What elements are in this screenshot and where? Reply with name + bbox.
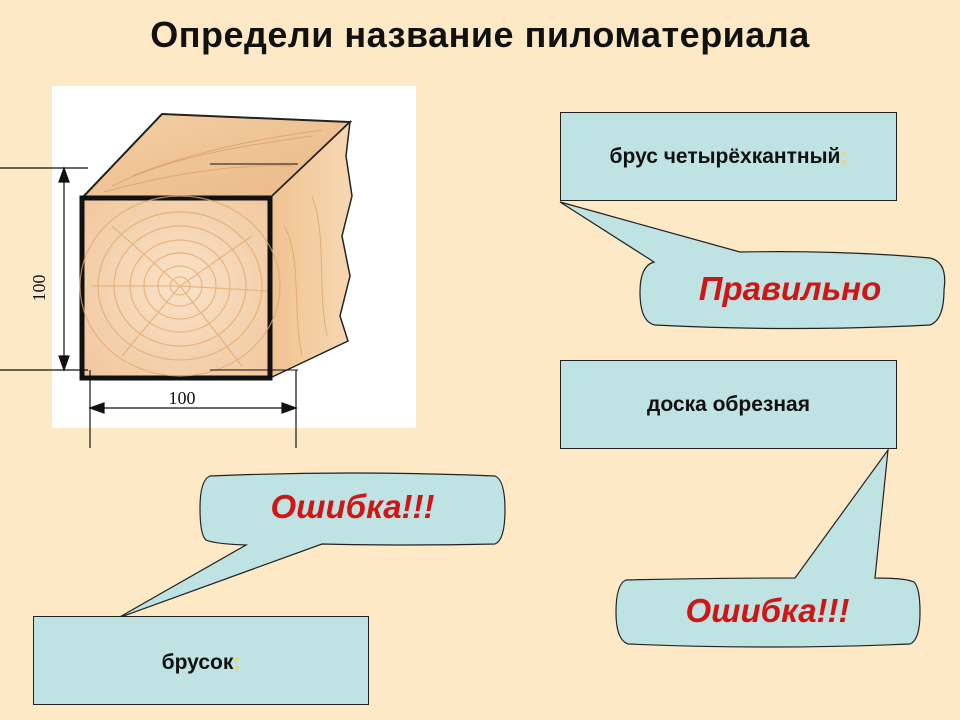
callout-error-top-shape — [117, 472, 506, 619]
answer-suffix: ; — [233, 650, 241, 674]
answer-brusok[interactable]: брусок; — [33, 616, 369, 705]
answer-label: брусок — [161, 650, 234, 674]
dim-label-horizontal: 100 — [169, 388, 196, 408]
answer-brus-chetyrekhkantny[interactable]: брус четырёхкантный; — [560, 112, 897, 201]
callout-error-bottom-shape — [615, 447, 921, 648]
page-title: Определи название пиломатериала — [150, 14, 810, 55]
answer-label: брус четырёхкантный — [609, 144, 841, 168]
callout-correct-shape — [559, 201, 946, 330]
dim-label-vertical: 100 — [29, 275, 49, 302]
answer-doska-obreznaya[interactable]: доска обрезная — [560, 360, 897, 449]
answer-suffix: ; — [840, 144, 848, 168]
lumber-illustration — [52, 86, 416, 428]
answer-label: доска обрезная — [647, 392, 810, 416]
